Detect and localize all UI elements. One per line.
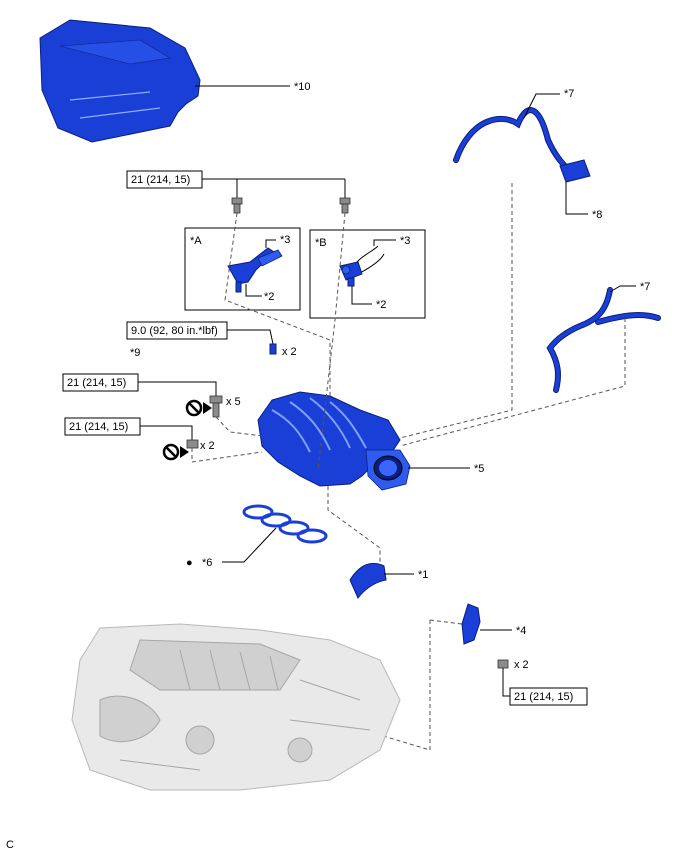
detail-box-b (309, 229, 426, 319)
leader-3a (265, 239, 276, 248)
bracket-4 (461, 603, 481, 645)
torque-box-br (509, 687, 588, 706)
callout-B: *B (315, 237, 327, 249)
callout-4: *4 (516, 625, 526, 637)
callout-5: *5 (474, 463, 484, 475)
torque-top: 21 (214, 15) (131, 174, 190, 186)
callout-6: *6 (202, 557, 212, 569)
leader-torque-9 (227, 329, 274, 345)
callout-9: *9 (130, 347, 140, 359)
leader-2b (351, 286, 372, 305)
callout-8: *8 (592, 209, 602, 221)
leader-torque-low (140, 425, 193, 440)
leader-2a (245, 284, 262, 297)
air-hose (349, 562, 387, 599)
leader-8 (565, 182, 588, 215)
callout-2b: *2 (376, 299, 386, 311)
new-part-icon-1 (185, 399, 212, 417)
callout-1: *1 (418, 569, 428, 581)
torque-br: 21 (214, 15) (514, 691, 573, 703)
leader-6 (222, 527, 277, 563)
qty-2: x 2 (200, 440, 215, 452)
figure-code: C (6, 839, 14, 851)
callout-2a: *2 (264, 291, 274, 303)
engine-cover (39, 19, 201, 143)
qty-4: x 2 (514, 659, 529, 671)
qty-5: x 5 (226, 396, 241, 408)
bolt-4 (497, 659, 509, 669)
torque-mid: 21 (214, 15) (67, 377, 126, 389)
leader-7a (523, 93, 560, 119)
bolt-top-left (231, 197, 243, 214)
leader-7b (609, 285, 636, 293)
hose-mid (546, 287, 661, 393)
new-part-icon-2 (162, 443, 189, 461)
qty-9: x 2 (282, 346, 297, 358)
intake-manifold (257, 391, 411, 491)
engine-block (71, 623, 401, 791)
torque-low: 21 (214, 15) (69, 421, 128, 433)
callout-3a: *3 (280, 234, 290, 246)
callout-10: *10 (294, 81, 311, 93)
leader-torque-mid (138, 381, 217, 396)
callout-3b: *3 (400, 235, 410, 247)
bracket-b (339, 245, 385, 287)
bracket-a (227, 247, 283, 293)
bolt-x5 (209, 395, 223, 418)
leader-torque-br (502, 668, 510, 697)
callout-7a: *7 (564, 88, 574, 100)
bolt-x2 (186, 439, 199, 449)
gasket (242, 504, 328, 544)
bullet-mark: ● (186, 557, 193, 569)
leader-3b (373, 239, 396, 246)
torque-9: 9.0 (92, 80 in.*lbf) (131, 325, 218, 337)
stud-9 (269, 343, 277, 355)
callout-7b: *7 (640, 281, 650, 293)
hose-top (453, 107, 591, 183)
callout-A: *A (190, 235, 202, 247)
bolt-top-right (339, 197, 351, 214)
